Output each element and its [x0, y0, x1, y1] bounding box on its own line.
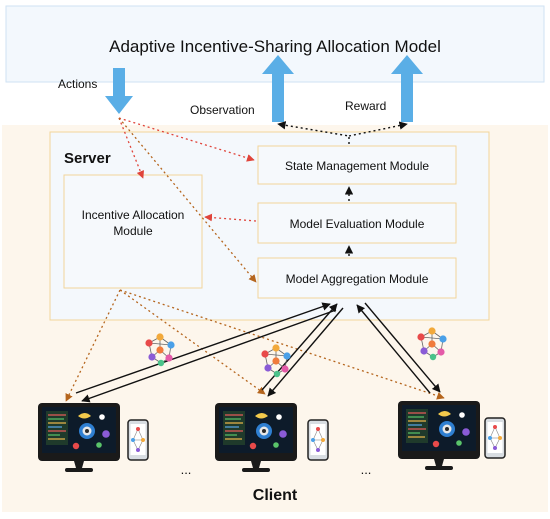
client1-upload-arrow: [75, 302, 331, 394]
diagram-title: Adaptive Incentive-Sharing Allocation Mo…: [109, 37, 441, 56]
ellipsis-right: ...: [361, 462, 372, 477]
observation-arrow: [262, 55, 294, 122]
client3-download-arrow: [364, 302, 441, 393]
smartphone-icon: [127, 419, 149, 461]
client2-download-arrow: [267, 307, 344, 397]
client1-download-arrow: [81, 309, 337, 403]
client-label: Client: [253, 487, 298, 504]
reward-arrow: [391, 55, 423, 122]
model-aggregation-module: [257, 257, 457, 299]
model-aggregation-label: Model Aggregation Module: [286, 272, 429, 286]
reward-label: Reward: [345, 99, 386, 113]
smartphone-icon: [307, 419, 329, 461]
state-to-observation-arrow: [277, 121, 350, 144]
model-evaluation-module: [257, 202, 457, 244]
incentive-allocation-label-line1: Incentive Allocation: [82, 208, 185, 222]
client3-upload-arrow: [356, 304, 431, 394]
state-management-label: State Management Module: [285, 159, 429, 173]
smartphone-icon: [484, 417, 506, 459]
actions-to-state-arrow: [118, 117, 255, 162]
observation-label: Observation: [190, 103, 255, 117]
ellipsis-left: ...: [181, 462, 192, 477]
state-management-module: [257, 145, 457, 185]
incentive-to-client3-arrow: [119, 289, 445, 400]
actions-arrow: [105, 68, 133, 114]
actions-label: Actions: [58, 77, 97, 91]
model-evaluation-label: Model Evaluation Module: [290, 217, 425, 231]
incentive-allocation-label-line2: Module: [113, 224, 153, 238]
server-label: Server: [64, 150, 111, 167]
actions-to-aggregation-arrow: [118, 117, 257, 283]
actions-to-incentive-arrow: [118, 117, 145, 179]
evaluation-to-incentive-arrow: [204, 213, 257, 222]
incentive-to-client1-arrow: [65, 289, 121, 402]
incentive-allocation-module: [63, 174, 203, 289]
